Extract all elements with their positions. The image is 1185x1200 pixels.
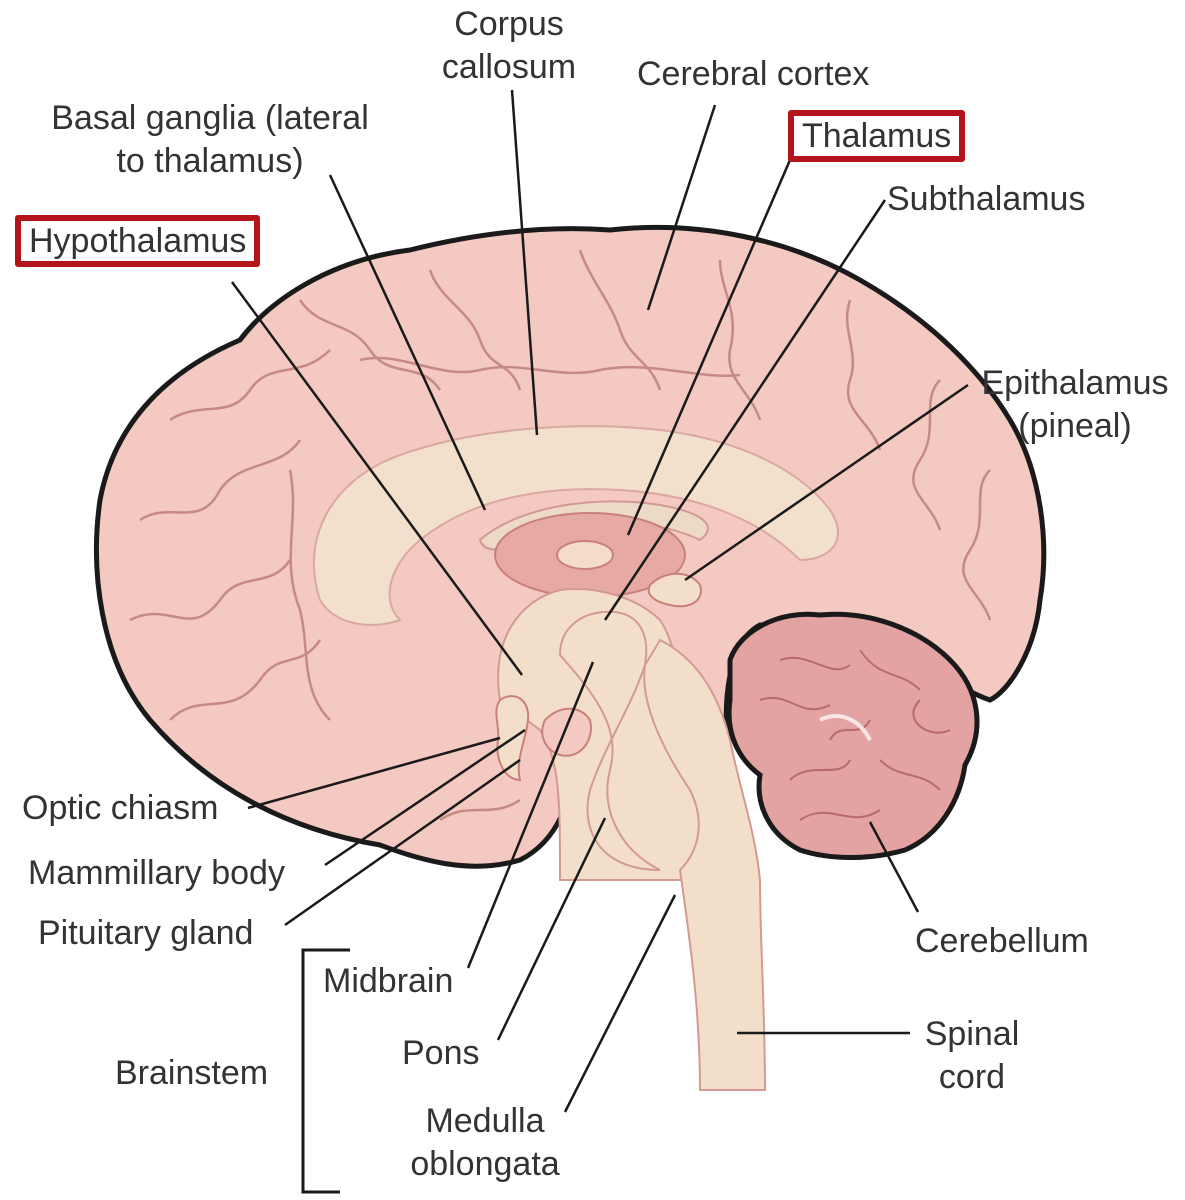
label-medulla-oblongata: Medulla oblongata: [410, 1102, 560, 1183]
label-corpus-callosum: Corpus callosum: [441, 5, 577, 86]
label-basal-ganglia: Basal ganglia (lateral to thalamus): [51, 99, 369, 180]
label-mammillary-body: Mammillary body: [28, 854, 285, 892]
label-brainstem: Brainstem: [115, 1054, 269, 1092]
label-optic-chiasm: Optic chiasm: [22, 789, 219, 827]
label-thalamus: Thalamus: [788, 110, 966, 162]
corpus-callosum-region: [312, 425, 840, 626]
brainstem: [558, 610, 767, 1091]
label-subthalamus: Subthalamus: [887, 180, 1086, 218]
gyri-lines: [129, 249, 992, 822]
brainstem-bracket: [301, 948, 350, 1194]
label-cerebral-cortex: Cerebral cortex: [637, 55, 870, 93]
leader-lines: [230, 89, 969, 1113]
pineal-gland: [647, 572, 702, 608]
label-spinal-cord: Spinal cord: [924, 1015, 1020, 1096]
label-cerebellum: Cerebellum: [915, 922, 1089, 960]
cerebellum-folia: [759, 649, 951, 821]
label-pituitary-gland: Pituitary gland: [38, 914, 254, 952]
label-midbrain: Midbrain: [323, 962, 454, 1000]
cerebellum-shape: [726, 611, 980, 860]
label-pons: Pons: [402, 1034, 480, 1072]
label-epithalamus: Epithalamus (pineal): [981, 364, 1169, 445]
label-hypothalamus: Hypothalamus: [15, 215, 261, 267]
